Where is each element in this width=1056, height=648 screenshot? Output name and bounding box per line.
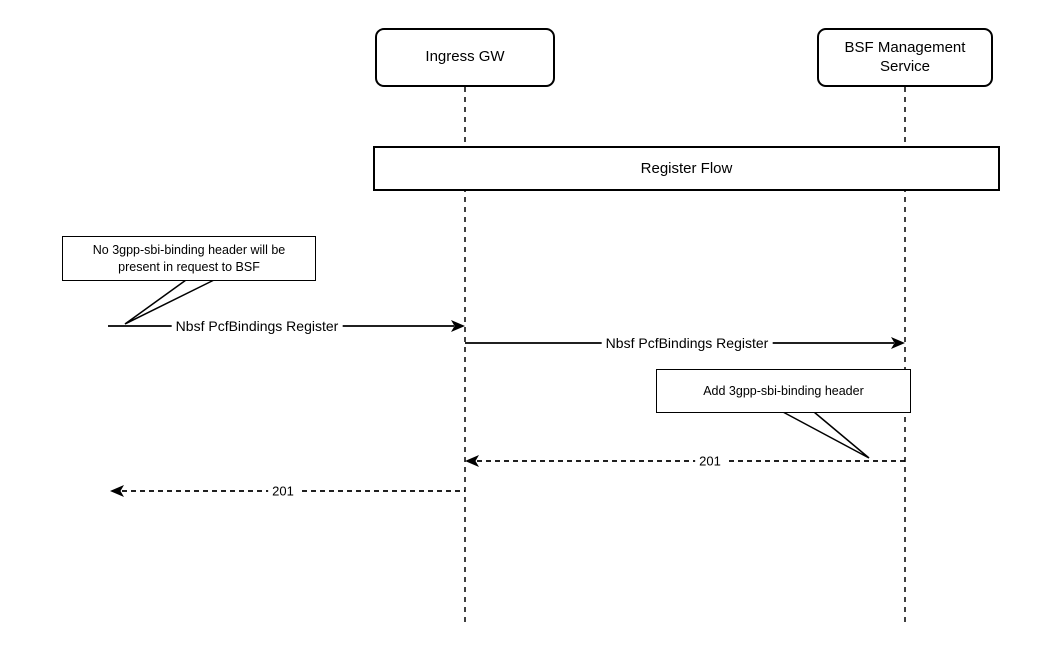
actor-label-bsf-management-service: BSF Management Service: [844, 38, 966, 75]
message-label-201-response-2: 201: [268, 483, 298, 499]
message-label-nbsf-register-1: Nbsf PcfBindings Register: [171, 318, 343, 334]
actor-box-ingress-gw: Ingress GW: [375, 28, 555, 87]
arrowhead-right-icon: [891, 337, 905, 349]
note-text: Add 3gpp-sbi-binding header: [703, 383, 864, 398]
note-text: No 3gpp-sbi-binding header will be prese…: [92, 242, 286, 274]
frame-register-flow: Register Flow: [373, 146, 1000, 191]
arrowhead-left-icon: [465, 455, 479, 467]
note-no-sbi-binding-header: No 3gpp-sbi-binding header will be prese…: [62, 236, 316, 281]
message-label-nbsf-register-2: Nbsf PcfBindings Register: [601, 335, 773, 351]
message-label-201-response-1: 201: [695, 453, 725, 469]
note-callout-tail-2: [782, 411, 870, 459]
frame-label: Register Flow: [640, 160, 733, 177]
arrowhead-right-icon: [451, 320, 465, 332]
actor-label-ingress-gw: Ingress GW: [425, 48, 505, 66]
arrowhead-left-icon: [110, 485, 124, 497]
note-add-sbi-binding-header: Add 3gpp-sbi-binding header: [656, 369, 911, 413]
actor-box-bsf-management-service: BSF Management Service: [817, 28, 993, 87]
